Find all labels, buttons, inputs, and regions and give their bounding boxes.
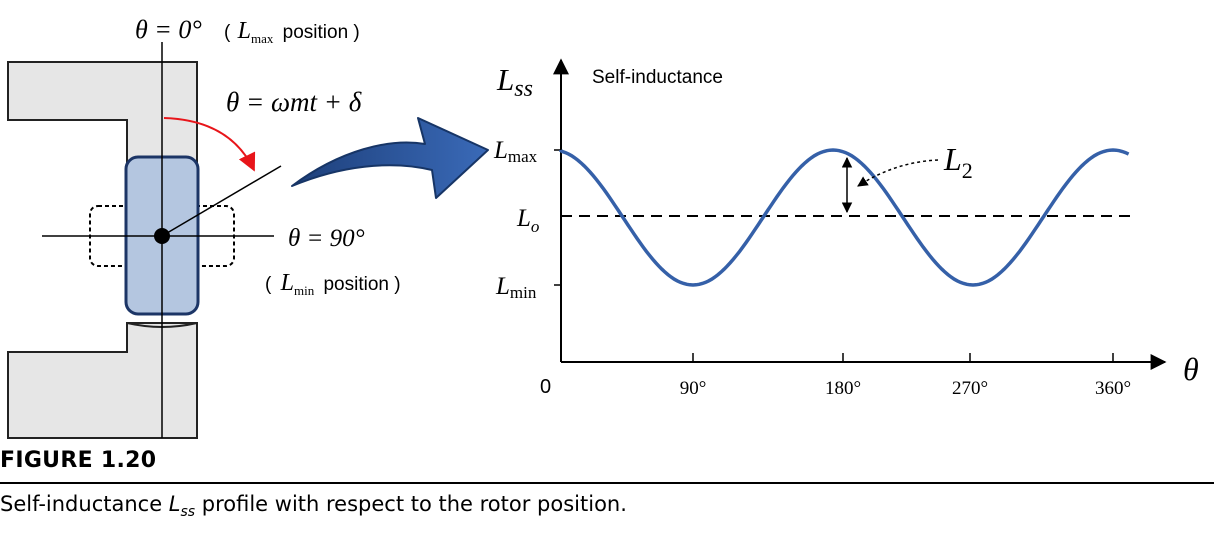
angle-90-label: θ = 90° <box>288 225 365 252</box>
figure-number: FIGURE 1.20 <box>0 448 157 473</box>
l2-pointer-arrow <box>857 159 939 187</box>
lo-label: Lo <box>516 205 539 236</box>
figure-canvas: θ = 0° ( Lmax position ) θ = ωmt + δ θ =… <box>7 15 1199 439</box>
rotor-diagram: θ = 0° ( Lmax position ) θ = ωmt + δ θ =… <box>7 15 401 439</box>
rotor-center-dot <box>154 228 170 244</box>
caption-divider <box>0 482 1214 484</box>
angle-zero-label: θ = 0° <box>135 15 202 44</box>
upper-stator <box>7 61 198 171</box>
x-tick-label-270: 270° <box>952 378 988 399</box>
y-axis-label: Lss <box>496 62 533 102</box>
x-tick-label-360: 360° <box>1095 378 1131 399</box>
lower-stator <box>7 322 198 439</box>
plot-title: Self-inductance <box>592 67 723 88</box>
lmax-position-label: ( Lmax position ) <box>224 18 360 48</box>
caption-text: Self-inductance Lss profile with respect… <box>0 492 627 521</box>
rotation-arrow <box>163 117 256 172</box>
transition-arrow <box>291 117 489 199</box>
x-tick-label-90: 90° <box>680 378 707 399</box>
caption-symbol: Lss <box>168 492 196 521</box>
inductance-curve <box>559 148 1130 287</box>
angle-equation: θ = ωmt + δ <box>226 87 362 117</box>
origin-label: 0 <box>540 376 551 398</box>
x-tick-label-180: 180° <box>825 378 861 399</box>
x-axis-label: θ <box>1183 351 1199 387</box>
l2-label: L2 <box>943 141 973 183</box>
lmin-position-label: ( Lmin position ) <box>265 270 401 300</box>
inductance-plot: Lss Self-inductance θ 0 Lmax Lo Lmin L2 … <box>493 58 1199 399</box>
lmax-label: Lmax <box>493 137 538 166</box>
rotor-angle-line <box>161 165 282 237</box>
lmin-label: Lmin <box>495 273 537 302</box>
